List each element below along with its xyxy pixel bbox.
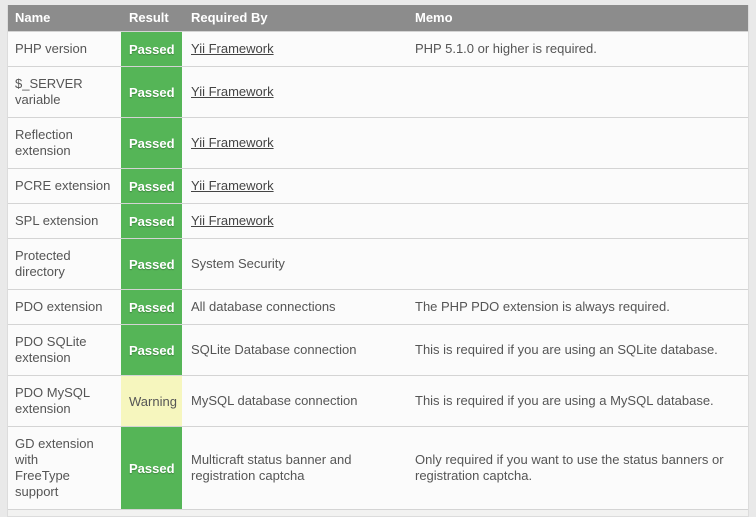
table-row-pdo-extension: PDO extension Passed All database connec… [8, 289, 748, 324]
table-row-php-version: PHP version Passed Yii Framework PHP 5.1… [8, 31, 748, 66]
column-header-name: Name [15, 10, 51, 25]
table-row-protected-directory: Protected directory Passed System Securi… [8, 238, 748, 289]
requirement-name: SPL extension [15, 213, 99, 228]
required-by-cell: Yii Framework [182, 169, 408, 203]
required-by-text: System Security [191, 256, 285, 271]
memo-text: This is required if you are using an SQL… [415, 342, 718, 357]
column-header-result: Result [129, 10, 169, 25]
yii-framework-link[interactable]: Yii Framework [191, 135, 274, 150]
memo-text: PHP 5.1.0 or higher is required. [415, 41, 597, 56]
cut-off-next-row [8, 509, 748, 516]
memo-text: The PHP PDO extension is always required… [415, 299, 670, 314]
yii-framework-link[interactable]: Yii Framework [191, 178, 274, 193]
table-header-row: Name Result Required By Memo [8, 5, 748, 31]
memo-text [408, 134, 748, 152]
status-badge: Warning [121, 376, 182, 426]
requirements-table: Name Result Required By Memo PHP version… [7, 5, 749, 517]
table-row-spl-extension: SPL extension Passed Yii Framework [8, 203, 748, 238]
requirement-name: PDO extension [15, 299, 103, 314]
requirement-name: Reflection extension [15, 127, 73, 158]
required-by-cell: Yii Framework [182, 32, 408, 66]
required-by-cell: Yii Framework [182, 75, 408, 109]
requirement-name: Protected directory [15, 248, 71, 279]
table-row-pdo-sqlite-extension: PDO SQLite extension Passed SQLite Datab… [8, 324, 748, 375]
status-badge: Passed [121, 204, 182, 238]
table-row-server-variable: $_SERVER variable Passed Yii Framework [8, 66, 748, 117]
required-by-cell: Yii Framework [182, 126, 408, 160]
memo-text [408, 177, 748, 195]
status-badge: Passed [121, 427, 182, 509]
status-badge: Passed [121, 67, 182, 117]
memo-text [408, 83, 748, 101]
required-by-text: Multicraft status banner and registratio… [191, 452, 352, 483]
requirement-name: $_SERVER variable [15, 76, 83, 107]
yii-framework-link[interactable]: Yii Framework [191, 84, 274, 99]
required-by-text: All database connections [191, 299, 336, 314]
status-badge: Passed [121, 118, 182, 168]
requirement-name: PHP version [15, 41, 88, 56]
status-badge: Passed [121, 290, 182, 324]
table-row-pcre-extension: PCRE extension Passed Yii Framework [8, 168, 748, 203]
table-row-gd-extension: GD extension with FreeType support Passe… [8, 426, 748, 509]
status-badge: Passed [121, 32, 182, 66]
memo-text: Only required if you want to use the sta… [415, 452, 724, 483]
status-badge: Passed [121, 239, 182, 289]
required-by-text: MySQL database connection [191, 393, 358, 408]
required-by-cell: Yii Framework [182, 204, 408, 238]
memo-text [408, 255, 748, 273]
requirement-name: PDO MySQL extension [15, 385, 91, 416]
yii-framework-link[interactable]: Yii Framework [191, 213, 274, 228]
status-badge: Passed [121, 325, 182, 375]
memo-text: This is required if you are using a MySQ… [415, 393, 714, 408]
status-badge: Passed [121, 169, 182, 203]
requirement-name: GD extension with FreeType support [15, 436, 94, 499]
column-header-memo: Memo [415, 10, 453, 25]
memo-text [408, 212, 748, 230]
table-row-pdo-mysql-extension: PDO MySQL extension Warning MySQL databa… [8, 375, 748, 426]
required-by-text: SQLite Database connection [191, 342, 357, 357]
yii-framework-link[interactable]: Yii Framework [191, 41, 274, 56]
requirement-name: PDO SQLite extension [15, 334, 87, 365]
table-row-reflection-extension: Reflection extension Passed Yii Framewor… [8, 117, 748, 168]
column-header-required-by: Required By [191, 10, 268, 25]
requirement-name: PCRE extension [15, 178, 111, 193]
